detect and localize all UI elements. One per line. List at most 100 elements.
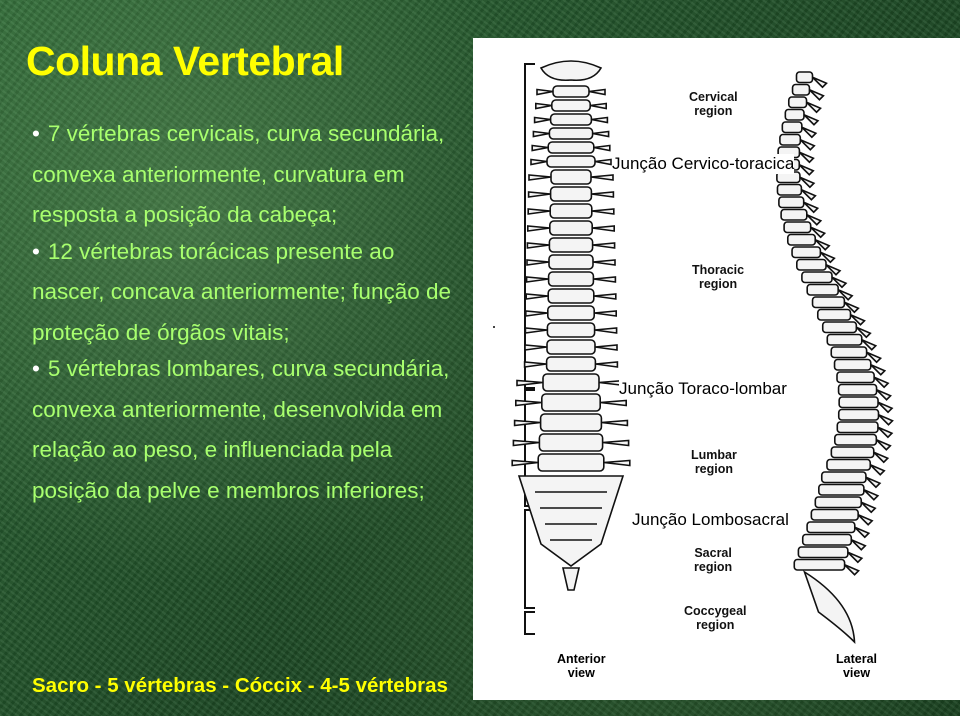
- lateral-vertebra-body: [795, 71, 814, 84]
- transverse-process: [592, 259, 616, 266]
- spinous-process: [800, 189, 817, 201]
- transverse-process: [527, 208, 551, 215]
- stray-dot: [493, 326, 495, 328]
- transverse-process: [593, 144, 611, 152]
- transverse-process: [594, 158, 612, 166]
- bullet-cervical: •7 vértebras cervicais, curva secundária…: [32, 114, 472, 236]
- spinous-process: [801, 126, 818, 139]
- lateral-vertebra-body: [838, 396, 879, 409]
- vertebra-body: [548, 254, 594, 270]
- spinous-process: [857, 514, 874, 526]
- spinous-process: [861, 339, 878, 351]
- coccygeal-region-label: Coccygeal region: [684, 604, 747, 632]
- lateral-vertebra-body: [793, 558, 846, 571]
- cervical-region-label: Cervical region: [689, 90, 738, 118]
- lateral-vertebra-body: [830, 446, 875, 459]
- lateral-vertebra-body: [834, 433, 878, 446]
- transverse-process: [600, 399, 627, 407]
- spine-figure-panel: Cervical region Thoracic region Lumbar r…: [473, 38, 960, 700]
- lateral-spine: [776, 71, 894, 645]
- transverse-process: [590, 102, 607, 110]
- lateral-vertebra-body: [816, 308, 852, 321]
- transverse-process: [533, 116, 551, 124]
- lateral-vertebra-body: [821, 321, 858, 334]
- transverse-process: [595, 361, 619, 368]
- vertebra-body: [549, 113, 593, 126]
- vertebra-body: [542, 373, 600, 392]
- lateral-vertebra-body: [784, 108, 805, 121]
- transverse-process: [592, 242, 616, 249]
- spinous-process: [798, 151, 815, 164]
- bullet-marker: •: [32, 121, 40, 146]
- lateral-vertebra-body: [814, 496, 863, 509]
- transverse-process: [536, 88, 554, 96]
- transverse-process: [591, 208, 615, 215]
- sacral-region-label: Sacral region: [694, 546, 733, 574]
- vertebra-body: [549, 186, 593, 202]
- vertebra-body: [547, 305, 596, 321]
- transverse-process: [524, 344, 548, 351]
- lateral-vertebra-body: [801, 533, 853, 546]
- transverse-process: [526, 259, 550, 266]
- transverse-process: [594, 344, 618, 351]
- transverse-process: [512, 439, 540, 447]
- transverse-process: [525, 276, 549, 283]
- spinous-process: [877, 426, 894, 439]
- vertebra-body: [538, 433, 604, 452]
- lateral-vertebra-body: [818, 483, 865, 496]
- spinous-process: [876, 389, 892, 401]
- spinous-process: [843, 301, 860, 314]
- transverse-process: [532, 130, 550, 138]
- transverse-process: [513, 419, 541, 427]
- bullet-list: •7 vértebras cervicais, curva secundária…: [32, 114, 472, 511]
- lateral-vertebra-body: [806, 283, 839, 296]
- vertebra-body: [545, 356, 597, 372]
- transverse-process: [531, 144, 549, 152]
- junction-cervicothoracic: Junção Cervico-toracica: [612, 154, 795, 174]
- bullet-marker: •: [32, 238, 40, 264]
- transverse-process: [588, 88, 606, 96]
- spinous-process: [810, 226, 827, 239]
- lateral-sacrum: [802, 570, 856, 645]
- transverse-process: [524, 327, 548, 334]
- vertebra-body: [539, 413, 603, 432]
- transverse-process: [526, 242, 550, 249]
- thoracic-region-label: Thoracic region: [692, 263, 745, 291]
- vertebra-body: [541, 393, 602, 412]
- spinous-process: [831, 276, 848, 289]
- lateral-vertebra-body: [830, 346, 868, 359]
- coccyx: [561, 567, 581, 591]
- transverse-process: [528, 174, 552, 181]
- lateral-vertebra-body: [787, 96, 808, 109]
- spinous-process: [869, 464, 886, 476]
- vertebra-body: [550, 169, 592, 185]
- transverse-process: [591, 191, 615, 198]
- vertebra-body: [546, 322, 596, 338]
- lateral-view-label: Lateral view: [836, 652, 877, 680]
- lateral-vertebra-body: [781, 121, 803, 134]
- transverse-process: [593, 276, 617, 283]
- spinous-process: [806, 214, 823, 226]
- spinous-process: [803, 201, 820, 214]
- spinous-process: [847, 551, 864, 564]
- lateral-vertebra-body: [780, 208, 808, 221]
- bullet-text: 12 vértebras torácicas presente ao nasce…: [32, 238, 452, 345]
- spinous-process: [860, 501, 877, 514]
- spinous-process: [803, 114, 820, 126]
- lateral-vertebra-body: [791, 246, 822, 259]
- lateral-vertebra-body: [836, 371, 875, 384]
- spinous-process: [873, 451, 890, 464]
- vertebra-body: [537, 453, 605, 472]
- spinous-process: [799, 176, 816, 189]
- spinous-process: [850, 539, 867, 551]
- transverse-process: [515, 399, 542, 407]
- junction-lumbosacral: Junção Lombosacral: [632, 510, 789, 530]
- lateral-vertebra-body: [837, 383, 878, 396]
- spinous-process: [825, 264, 842, 276]
- spinous-process: [805, 101, 822, 114]
- transverse-process: [516, 379, 544, 387]
- transverse-process: [594, 310, 617, 317]
- spinous-process: [855, 326, 872, 339]
- lateral-vertebra-body: [810, 508, 859, 521]
- bullet-text: 7 vértebras cervicais, curva secundária,…: [32, 121, 445, 227]
